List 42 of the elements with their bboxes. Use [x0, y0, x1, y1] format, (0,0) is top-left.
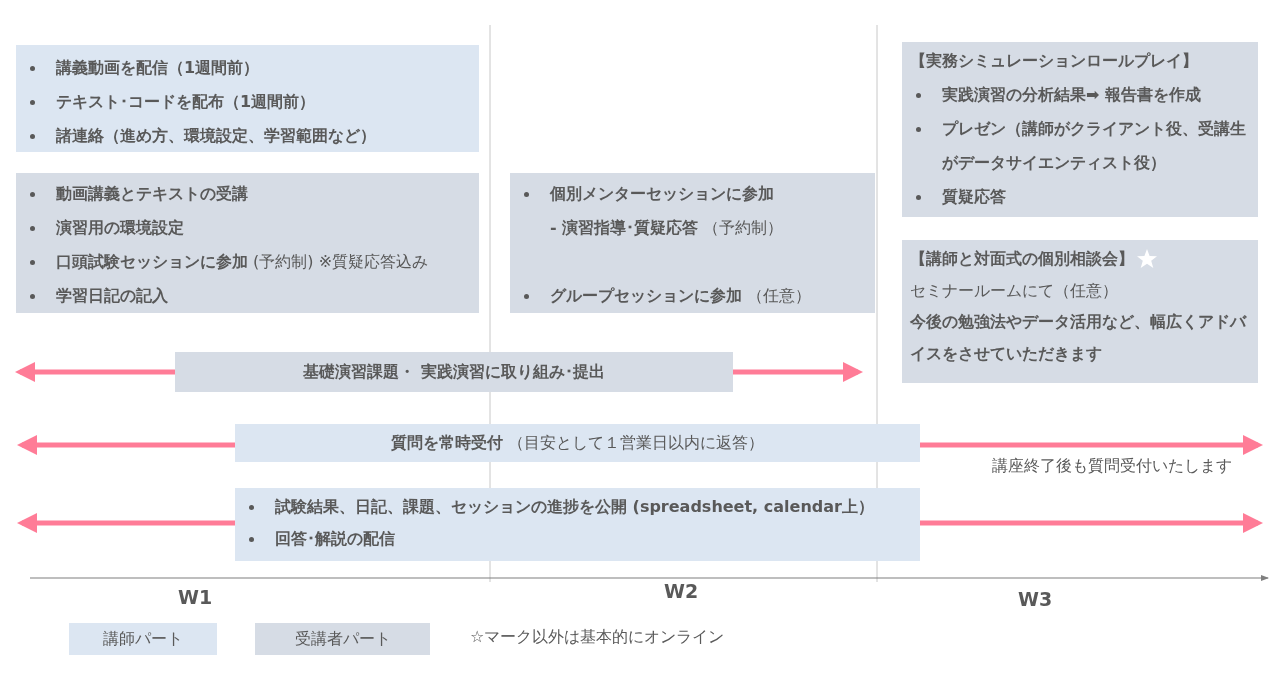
- activity-box: [902, 240, 1258, 383]
- arrow: [920, 435, 1263, 455]
- list-item: 個別メンターセッションに参加: [550, 183, 774, 205]
- list-item: 演習用の環境設定: [56, 217, 184, 239]
- bar-label: 基礎演習課題・ 実践演習に取り組み･提出: [302, 361, 606, 383]
- box-heading: 【実務シミュレーションロールプレイ】: [910, 50, 1198, 72]
- list-item: グループセッションに参加 （任意）: [550, 285, 812, 307]
- list-item: プレゼン（講師がクライアント役、受講生がデータサイエンティスト役）: [942, 118, 1247, 174]
- activity-box: [16, 173, 479, 313]
- task-bar: [175, 352, 733, 392]
- activity-box: [902, 42, 1258, 217]
- list-item: 実践演習の分析結果➡ 報告書を作成: [942, 84, 1202, 106]
- list-item: 学習日記の記入: [56, 285, 168, 307]
- list-item: テキスト･コードを配布（1週間前）: [56, 91, 316, 113]
- box-heading: 【講師と対面式の個別相談会】: [910, 248, 1134, 270]
- arrow: [733, 362, 863, 382]
- week-label: W2: [664, 580, 699, 602]
- note-text: 講座終了後も質問受付いたします: [992, 456, 1232, 477]
- activity-box: [235, 488, 920, 561]
- activity-box: [510, 173, 875, 313]
- location-text: セミナールームにて（任意）: [910, 280, 1118, 302]
- arrow: [920, 513, 1263, 533]
- list-item: 試験結果、日記、課題、セッションの進捗を公開 (spreadsheet, calendar上）: [275, 496, 874, 518]
- list-item: 動画講義とテキストの受講: [56, 183, 248, 205]
- list-item: - 演習指導･質疑応答 （予約制）: [550, 217, 784, 239]
- activity-box: [16, 45, 479, 152]
- arrow: [15, 362, 175, 382]
- list-item: 講義動画を配信（1週間前）: [56, 57, 260, 79]
- legend-label: 講師パート: [103, 629, 183, 650]
- list-item: 諸連絡（進め方、環境設定、学習範囲など）: [56, 125, 376, 147]
- list-item: 回答･解説の配信: [275, 528, 395, 550]
- arrow: [17, 435, 235, 455]
- list-item: 口頭試験セッションに参加 (予約制) ※質疑応答込み: [56, 251, 429, 273]
- week-label: W3: [1018, 588, 1053, 610]
- bar-label: 質問を常時受付 （目安として１営業日以内に返答）: [389, 432, 766, 454]
- list-item: 質疑応答: [942, 186, 1007, 208]
- legend-label: 受講者パート: [294, 629, 391, 650]
- arrow: [17, 513, 235, 533]
- week-label: W1: [178, 586, 213, 608]
- description-text: 今後の勉強法やデータ活用など、幅広くアドバイスをさせていただきます: [910, 311, 1248, 365]
- task-bar: [235, 424, 920, 462]
- note-text: ☆マーク以外は基本的にオンライン: [470, 627, 725, 648]
